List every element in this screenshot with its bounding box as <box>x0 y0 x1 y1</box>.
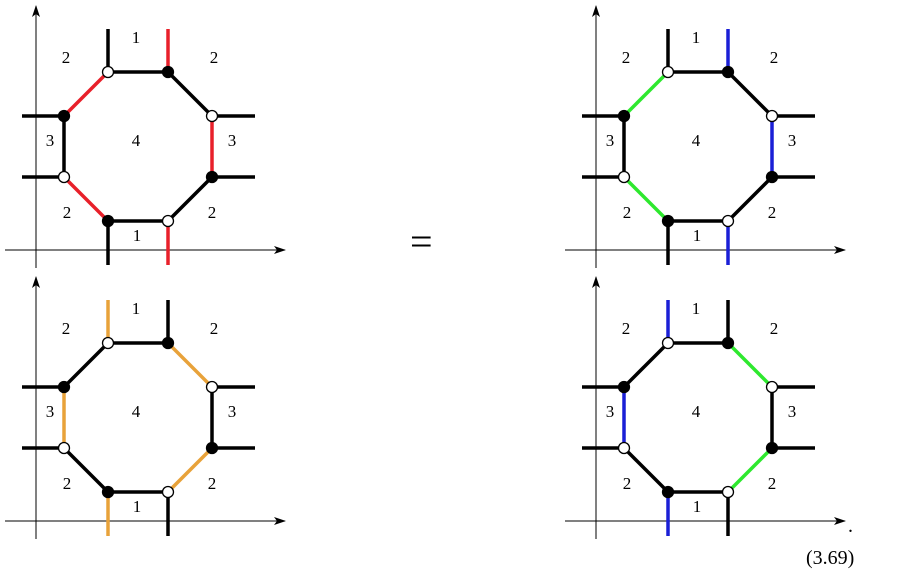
oct-lower-right-edge <box>166 175 214 223</box>
region-label-center: 4 <box>692 402 701 421</box>
white-vertex <box>101 65 115 79</box>
region-label-top: 1 <box>132 28 141 47</box>
white-vertex <box>57 170 71 184</box>
region-label-top: 1 <box>132 299 141 318</box>
region-label-left-top: 2 <box>62 48 71 67</box>
region-label-right-bottom: 2 <box>208 474 217 493</box>
region-label-bottom: 1 <box>133 497 142 516</box>
region-label-left-top: 2 <box>62 319 71 338</box>
region-label-left-bottom: 2 <box>623 474 632 493</box>
white-vertex <box>765 380 779 394</box>
region-label-right: 3 <box>788 131 797 150</box>
region-label-left: 3 <box>46 402 55 421</box>
equation-number: (3.69) <box>806 547 855 569</box>
white-vertex <box>661 336 675 350</box>
region-label-left-top: 2 <box>622 48 631 67</box>
diagram-top-left: 2 1 2 3 4 3 2 1 2 <box>5 5 286 268</box>
region-label-left: 3 <box>606 131 615 150</box>
region-label-left-bottom: 2 <box>623 203 632 222</box>
oct-upper-left-edge <box>622 70 670 118</box>
oct-upper-left-edge <box>622 341 670 389</box>
black-vertex <box>205 441 219 455</box>
region-label-right: 3 <box>788 402 797 421</box>
white-vertex <box>205 109 219 123</box>
white-vertex <box>721 485 735 499</box>
black-vertex <box>661 485 675 499</box>
trailing-period: . <box>848 515 853 537</box>
diagram-bottom-right: 2 1 2 3 4 3 2 1 2 <box>565 276 846 539</box>
oct-lower-left-edge <box>62 175 110 223</box>
oct-lower-right-edge <box>166 446 214 494</box>
region-label-right-bottom: 2 <box>768 474 777 493</box>
region-label-top: 1 <box>692 28 701 47</box>
black-vertex <box>617 380 631 394</box>
oct-lower-right-edge <box>726 175 774 223</box>
white-vertex <box>661 65 675 79</box>
region-label-right: 3 <box>228 131 237 150</box>
white-vertex <box>205 380 219 394</box>
region-label-right-bottom: 2 <box>768 203 777 222</box>
region-label-left-bottom: 2 <box>63 474 72 493</box>
diagram-bottom-left: 2 1 2 3 4 3 2 1 2 <box>5 276 286 539</box>
region-label-left-top: 2 <box>622 319 631 338</box>
region-label-right: 3 <box>228 402 237 421</box>
region-label-bottom: 1 <box>693 226 702 245</box>
black-vertex <box>765 441 779 455</box>
diagram-top-right: 2 1 2 3 4 3 2 1 2 <box>565 5 846 268</box>
white-vertex <box>161 214 175 228</box>
region-label-right-top: 2 <box>770 319 779 338</box>
white-vertex <box>721 214 735 228</box>
black-vertex <box>721 65 735 79</box>
region-label-bottom: 1 <box>693 497 702 516</box>
region-label-right-top: 2 <box>210 319 219 338</box>
region-label-center: 4 <box>692 131 701 150</box>
white-vertex <box>765 109 779 123</box>
white-vertex <box>617 441 631 455</box>
region-label-left: 3 <box>46 131 55 150</box>
black-vertex <box>205 170 219 184</box>
black-vertex <box>617 109 631 123</box>
equals-sign: = <box>410 219 433 264</box>
oct-upper-left-edge <box>62 70 110 118</box>
oct-upper-right-edge <box>726 341 774 389</box>
black-vertex <box>161 336 175 350</box>
region-label-center: 4 <box>132 402 141 421</box>
oct-lower-left-edge <box>622 175 670 223</box>
black-vertex <box>661 214 675 228</box>
region-label-left: 3 <box>606 402 615 421</box>
black-vertex <box>765 170 779 184</box>
region-label-right-top: 2 <box>210 48 219 67</box>
oct-lower-right-edge <box>726 446 774 494</box>
white-vertex <box>161 485 175 499</box>
black-vertex <box>101 214 115 228</box>
white-vertex <box>101 336 115 350</box>
region-label-top: 1 <box>692 299 701 318</box>
oct-lower-left-edge <box>62 446 110 494</box>
region-label-bottom: 1 <box>133 226 142 245</box>
black-vertex <box>161 65 175 79</box>
region-label-right-top: 2 <box>770 48 779 67</box>
oct-upper-right-edge <box>166 341 214 389</box>
black-vertex <box>721 336 735 350</box>
white-vertex <box>617 170 631 184</box>
black-vertex <box>57 109 71 123</box>
white-vertex <box>57 441 71 455</box>
region-label-center: 4 <box>132 131 141 150</box>
black-vertex <box>101 485 115 499</box>
region-label-left-bottom: 2 <box>63 203 72 222</box>
oct-upper-right-edge <box>166 70 214 118</box>
oct-upper-left-edge <box>62 341 110 389</box>
black-vertex <box>57 380 71 394</box>
oct-upper-right-edge <box>726 70 774 118</box>
region-label-right-bottom: 2 <box>208 203 217 222</box>
oct-lower-left-edge <box>622 446 670 494</box>
